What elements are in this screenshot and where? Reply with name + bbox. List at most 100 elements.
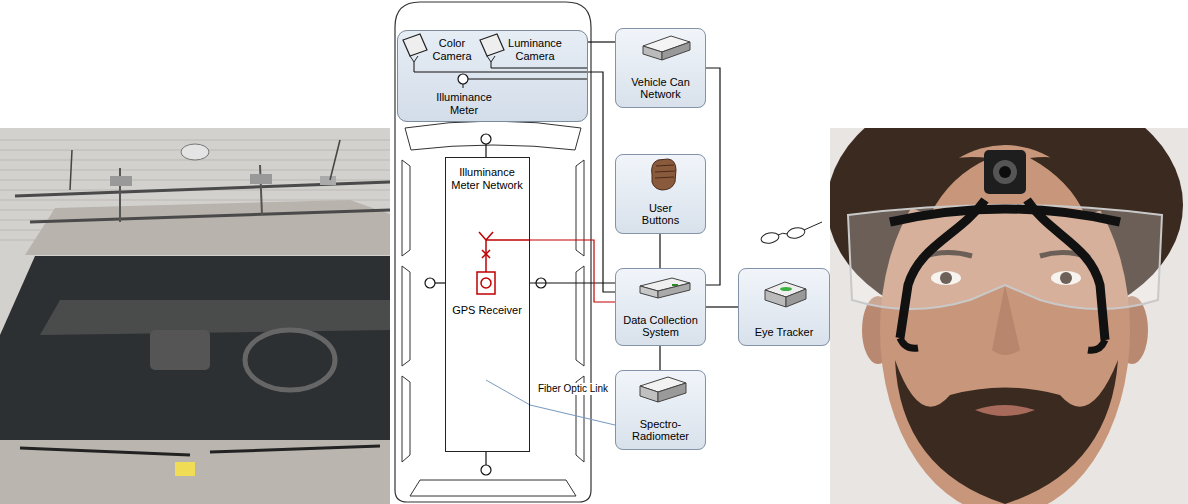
camera-icon [403, 34, 504, 62]
vehicle-outline [576, 266, 584, 366]
wire-connector [530, 240, 615, 302]
wire-connector [659, 234, 660, 268]
gps-symbol [486, 232, 493, 240]
device-icon [780, 287, 792, 291]
panel-wires [491, 62, 588, 68]
gps-symbol [477, 232, 530, 294]
car-photo [20, 448, 190, 455]
wire-connector [588, 72, 615, 292]
car-photo [0, 440, 390, 504]
eye-tracker-photo [993, 160, 1017, 184]
car-photo [175, 462, 195, 476]
edge-label: Fiber Optic Link [536, 383, 610, 395]
vehicle-outline [402, 160, 410, 256]
car-photo [320, 176, 336, 185]
gps-symbol [479, 232, 486, 240]
box-fill [738, 268, 830, 346]
vehicle-outline [410, 480, 576, 496]
eye-tracker-photo [880, 145, 1130, 504]
box-label: GPS Receiver [446, 304, 528, 317]
device-icon [765, 290, 786, 307]
box-label: User Buttons [635, 202, 687, 227]
gps-symbol [486, 239, 530, 241]
illuminance-meter-symbol [481, 134, 491, 144]
panel-wires [414, 62, 588, 72]
car-photo [330, 140, 340, 180]
gps-symbol [485, 240, 487, 272]
illuminance-meter-symbol [485, 452, 486, 465]
sensor-panel: Color Camera Luminance CameraIlluminance … [397, 30, 588, 122]
eye-tracker-photo [1027, 200, 1105, 340]
device-icon [658, 283, 690, 298]
car-photo [245, 330, 335, 390]
eye-tracker-photo [848, 205, 1162, 309]
eye-tracker-photo [984, 150, 1026, 194]
eye-tracker-photo [890, 209, 1120, 222]
glasses-icon [778, 233, 787, 235]
car-photo [40, 300, 390, 335]
eye-tracker-photo [1088, 340, 1105, 350]
camera-icon [487, 56, 495, 62]
gps-symbol [482, 250, 490, 258]
car-photo [0, 170, 390, 171]
box-fill [615, 28, 830, 450]
device-icon [786, 289, 806, 307]
box-label: Color Camera [428, 37, 476, 62]
car-photo [0, 128, 390, 504]
car-photo [0, 256, 390, 440]
wire-connector [530, 282, 615, 283]
device-box: Vehicle Can Network [615, 28, 706, 108]
wire-connector [659, 346, 660, 370]
illuminance-meter-symbol [435, 282, 445, 283]
box-fill [615, 268, 706, 346]
box-fill [615, 28, 706, 108]
gps-symbol [481, 278, 491, 288]
car-photo [250, 174, 272, 184]
device-icon [658, 383, 686, 402]
gps-symbol [477, 272, 495, 294]
wire-connector [530, 405, 615, 425]
eye-tracker-photo [830, 128, 1188, 504]
box-label: Data Collection System [619, 314, 703, 339]
vehicle-outline [402, 266, 410, 366]
eye-tracker-photo [900, 200, 985, 338]
sensor-panel-fill [397, 30, 588, 122]
eye-tracker-photo [992, 285, 1020, 355]
car-photo [260, 165, 262, 215]
car-photo [30, 210, 390, 222]
box-label: Vehicle Can Network [626, 76, 696, 101]
box-label: Spectro-Radiometer [627, 418, 695, 443]
car-photo [150, 330, 210, 370]
box-fill [615, 154, 706, 234]
box-label: Illuminance Meter [434, 91, 494, 116]
hand-icon [652, 159, 676, 190]
box-label: Illuminance Meter Network [446, 166, 528, 191]
eye-tracker-photo [999, 166, 1011, 178]
illuminance-meter-symbol [458, 74, 468, 84]
sensor-panel-fill [397, 30, 588, 122]
vehicle-outline [405, 121, 581, 150]
box-label: Luminance Camera [504, 37, 566, 62]
glasses-icon [786, 226, 806, 240]
car-photo [70, 150, 72, 190]
wire-connector [588, 41, 615, 42]
glasses-icon [760, 231, 780, 245]
camera-icon [410, 56, 418, 62]
box-label: Eye Tracker [744, 326, 824, 339]
vehicle-outline [576, 160, 584, 256]
vehicle-outline [395, 2, 591, 502]
vehicle-outline [402, 376, 410, 462]
hand-icon [652, 159, 676, 190]
car-photo [181, 144, 209, 160]
device-icon [643, 46, 662, 60]
panel-wires [468, 79, 588, 80]
device-box: Data Collection System [615, 268, 706, 346]
device-box: Eye Tracker [738, 268, 830, 346]
camera-icon [480, 34, 504, 56]
device-icon [640, 386, 658, 402]
camera-icon [403, 34, 427, 56]
panel-wires [414, 62, 588, 88]
